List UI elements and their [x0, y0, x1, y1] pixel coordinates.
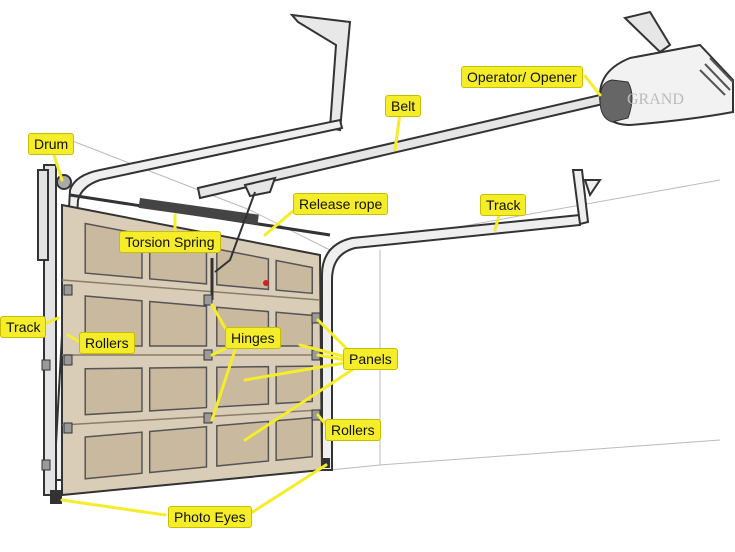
label-belt: Belt: [385, 95, 422, 117]
label-panels: Panels: [343, 348, 398, 370]
release-rope: [210, 191, 256, 300]
leader-panels-3: [243, 366, 357, 442]
leader-panels-2: [243, 360, 352, 382]
leader-panels-4: [316, 318, 352, 354]
door-panel: [148, 300, 208, 347]
label-release-rope: Release rope: [293, 193, 389, 215]
label-hinges: Hinges: [225, 327, 281, 349]
hinge-roller: [63, 422, 73, 434]
door-panel: [148, 366, 208, 412]
leader-panels-1: [298, 343, 352, 360]
hinge-roller: [203, 412, 213, 424]
lock-dot: [263, 280, 269, 286]
door-hardware: [41, 284, 321, 471]
label-operator: Operator/ Opener: [461, 66, 583, 88]
door-panel: [275, 365, 314, 405]
hinge-roller: [41, 359, 51, 371]
ceiling-bracket: [289, 13, 352, 132]
label-photo-eyes: Photo Eyes: [168, 506, 252, 528]
leader-drum: [51, 150, 64, 182]
watermark: GRAND: [627, 91, 684, 108]
hinge-roller: [63, 284, 73, 296]
door-panel: [148, 425, 208, 474]
leader-photo-eyes-2: [246, 463, 328, 517]
leader-panels-5: [316, 353, 347, 362]
label-track-right: Track: [480, 194, 527, 216]
hinge-roller: [311, 409, 321, 421]
door-panel: [84, 431, 143, 480]
leader-belt: [393, 111, 402, 152]
hinge-roller: [41, 459, 51, 471]
leader-operator: [583, 74, 602, 97]
door-panel: [275, 259, 314, 295]
left-track: [52, 118, 344, 481]
photo-eyes: [50, 458, 330, 504]
hinge-roller: [311, 312, 321, 324]
left-vertical-track: [37, 164, 72, 496]
label-torsion-spring: Torsion Spring: [119, 231, 221, 253]
leader-rollers-left: [66, 333, 82, 344]
door-panel: [84, 367, 143, 416]
hinge-roller: [203, 294, 213, 306]
leader-hinges-3: [210, 348, 237, 422]
label-rollers-right: Rollers: [325, 419, 381, 441]
leader-photo-eyes-1: [60, 498, 167, 517]
label-track-left: Track: [0, 316, 47, 338]
right-track: [321, 169, 602, 471]
operator-unit: [598, 10, 734, 127]
torsion-spring: [69, 193, 331, 237]
door-panel: [216, 365, 270, 408]
label-rollers-left: Rollers: [79, 332, 135, 354]
hinge-roller: [63, 354, 73, 366]
door-panel: [275, 416, 314, 462]
door-panel: [275, 311, 314, 347]
label-drum: Drum: [28, 133, 75, 155]
